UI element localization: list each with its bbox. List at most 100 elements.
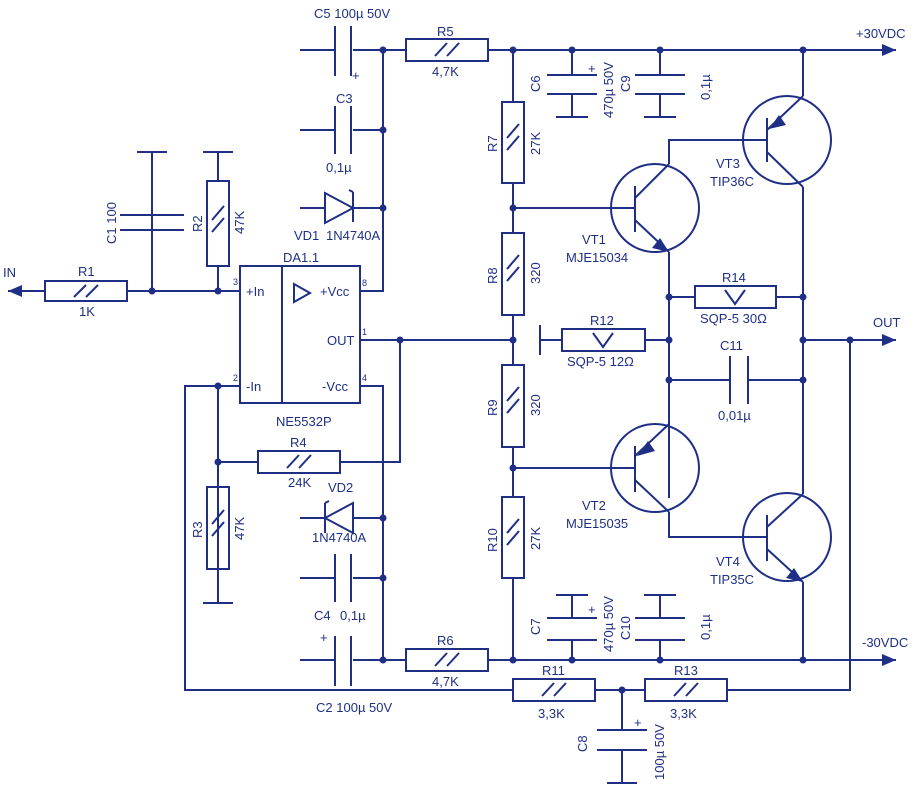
pos-rail-label: +30VDC: [856, 26, 906, 41]
transistor-VT1: [610, 163, 700, 253]
resistor-R5: [405, 38, 489, 62]
R1-ref: R1: [78, 264, 95, 279]
R11-value: 3,3K: [538, 706, 565, 721]
C11-value: 0,01µ: [718, 408, 751, 423]
transistor-VT2: [610, 423, 700, 513]
input-label: IN: [3, 265, 16, 280]
R9-value: 320: [528, 394, 543, 416]
pin-number-1: 1: [362, 327, 367, 337]
resistor-R3: [206, 486, 230, 570]
C5-polarity: +: [352, 68, 360, 83]
output-label: OUT: [873, 315, 901, 330]
resistor-R13: [644, 678, 728, 702]
resistor-R7: [501, 101, 525, 184]
pin-number-4: 4: [362, 373, 367, 383]
capacitor-C5: [300, 26, 352, 76]
R8-ref: R8: [485, 267, 500, 284]
resistor-R10: [501, 496, 525, 579]
opamp-pin-out: OUT: [327, 333, 355, 348]
R7-ref: R7: [485, 135, 500, 152]
capacitor-C1: [120, 214, 184, 231]
R10-ref: R10: [485, 528, 500, 552]
C1-label: C1 100: [104, 202, 119, 244]
VT2-ref: VT2: [582, 498, 606, 513]
resistor-R8: [501, 232, 525, 316]
capacitor-C7: [547, 617, 597, 641]
R3-value: 47K: [232, 517, 247, 540]
C9-ref: C9: [618, 75, 633, 92]
pin-number-8: 8: [362, 278, 367, 288]
capacitor-C8: [597, 729, 647, 751]
C11-ref: C11: [720, 338, 743, 353]
capacitor-C6: [547, 74, 597, 95]
resistor-R9: [501, 364, 525, 448]
capacitor-C3: [300, 106, 352, 154]
C7-polarity: +: [588, 602, 596, 617]
opamp-pin-vcc-n: -Vcc: [322, 379, 349, 394]
C9-value: 0,1µ: [698, 74, 713, 100]
R10-value: 27K: [528, 527, 543, 550]
thermistor-R14: [694, 285, 777, 309]
capacitor-C9: [635, 74, 685, 95]
VT3-value: TIP36C: [710, 174, 754, 189]
VD1-ref: VD1: [294, 228, 319, 243]
C10-value: 0,1µ: [698, 614, 713, 640]
resistor-R4: [257, 450, 341, 474]
R7-value: 27K: [528, 132, 543, 155]
C8-value: 100µ 50V: [652, 724, 667, 780]
C8-ref: C8: [575, 735, 590, 752]
capacitor-C10: [635, 617, 685, 641]
R11-ref: R11: [542, 663, 565, 678]
C3-value: 0,1µ: [326, 160, 352, 175]
C10-ref: C10: [618, 616, 633, 640]
zener-VD2: [300, 500, 354, 535]
C7-ref: C7: [528, 618, 543, 635]
R2-value: 47K: [232, 211, 247, 234]
VT1-value: MJE15034: [566, 250, 628, 265]
opamp-pin-in-p: +In: [246, 284, 264, 299]
R1-value: 1K: [79, 304, 95, 319]
C6-ref: C6: [528, 75, 543, 92]
resistor-R1: [44, 280, 128, 302]
C7-value: 470µ 50V: [601, 596, 616, 652]
C6-value: 470µ 50V: [601, 62, 616, 118]
opamp-pin-in-n: -In: [246, 379, 261, 394]
capacitor-C4: [300, 554, 352, 602]
resistor-R2: [206, 180, 230, 267]
C8-polarity: +: [634, 715, 642, 730]
VT4-value: TIP35C: [710, 572, 754, 587]
R6-value: 4,7K: [432, 674, 459, 689]
pin-number-2: 2: [233, 373, 238, 383]
junctions: [148, 46, 854, 694]
labels: IN OUT +30VDC -30VDC DA1.1 NE5532P +In -…: [3, 6, 908, 780]
C2-label: C2 100µ 50V: [316, 700, 393, 715]
R6-ref: R6: [437, 633, 454, 648]
VT2-value: MJE15035: [566, 516, 628, 531]
R8-value: 320: [528, 262, 543, 284]
opamp-part: NE5532P: [276, 414, 332, 429]
C5-label: C5 100µ 50V: [314, 6, 391, 21]
resistor-R6: [405, 648, 489, 672]
VD1-value: 1N4740A: [326, 228, 381, 243]
R4-ref: R4: [290, 435, 307, 450]
R4-value: 24K: [288, 475, 311, 490]
VD2-ref: VD2: [328, 480, 353, 495]
R5-value: 4,7K: [432, 64, 459, 79]
VT1-ref: VT1: [582, 232, 606, 247]
R12-value: SQP-5 12Ω: [567, 354, 634, 369]
capacitor-C11: [729, 356, 749, 404]
zener-VD1: [300, 189, 356, 225]
capacitor-C2: [300, 636, 352, 686]
R13-value: 3,3K: [670, 706, 697, 721]
opamp-ref: DA1.1: [283, 250, 319, 265]
R3-ref: R3: [190, 521, 205, 538]
opamp-pin-vcc-p: +Vcc: [320, 284, 350, 299]
C4-ref: C4: [314, 608, 331, 623]
R14-ref: R14: [722, 270, 746, 285]
R2-ref: R2: [190, 215, 205, 232]
C3-ref: C3: [336, 91, 353, 106]
R13-ref: R13: [674, 663, 698, 678]
VT4-ref: VT4: [716, 554, 740, 569]
